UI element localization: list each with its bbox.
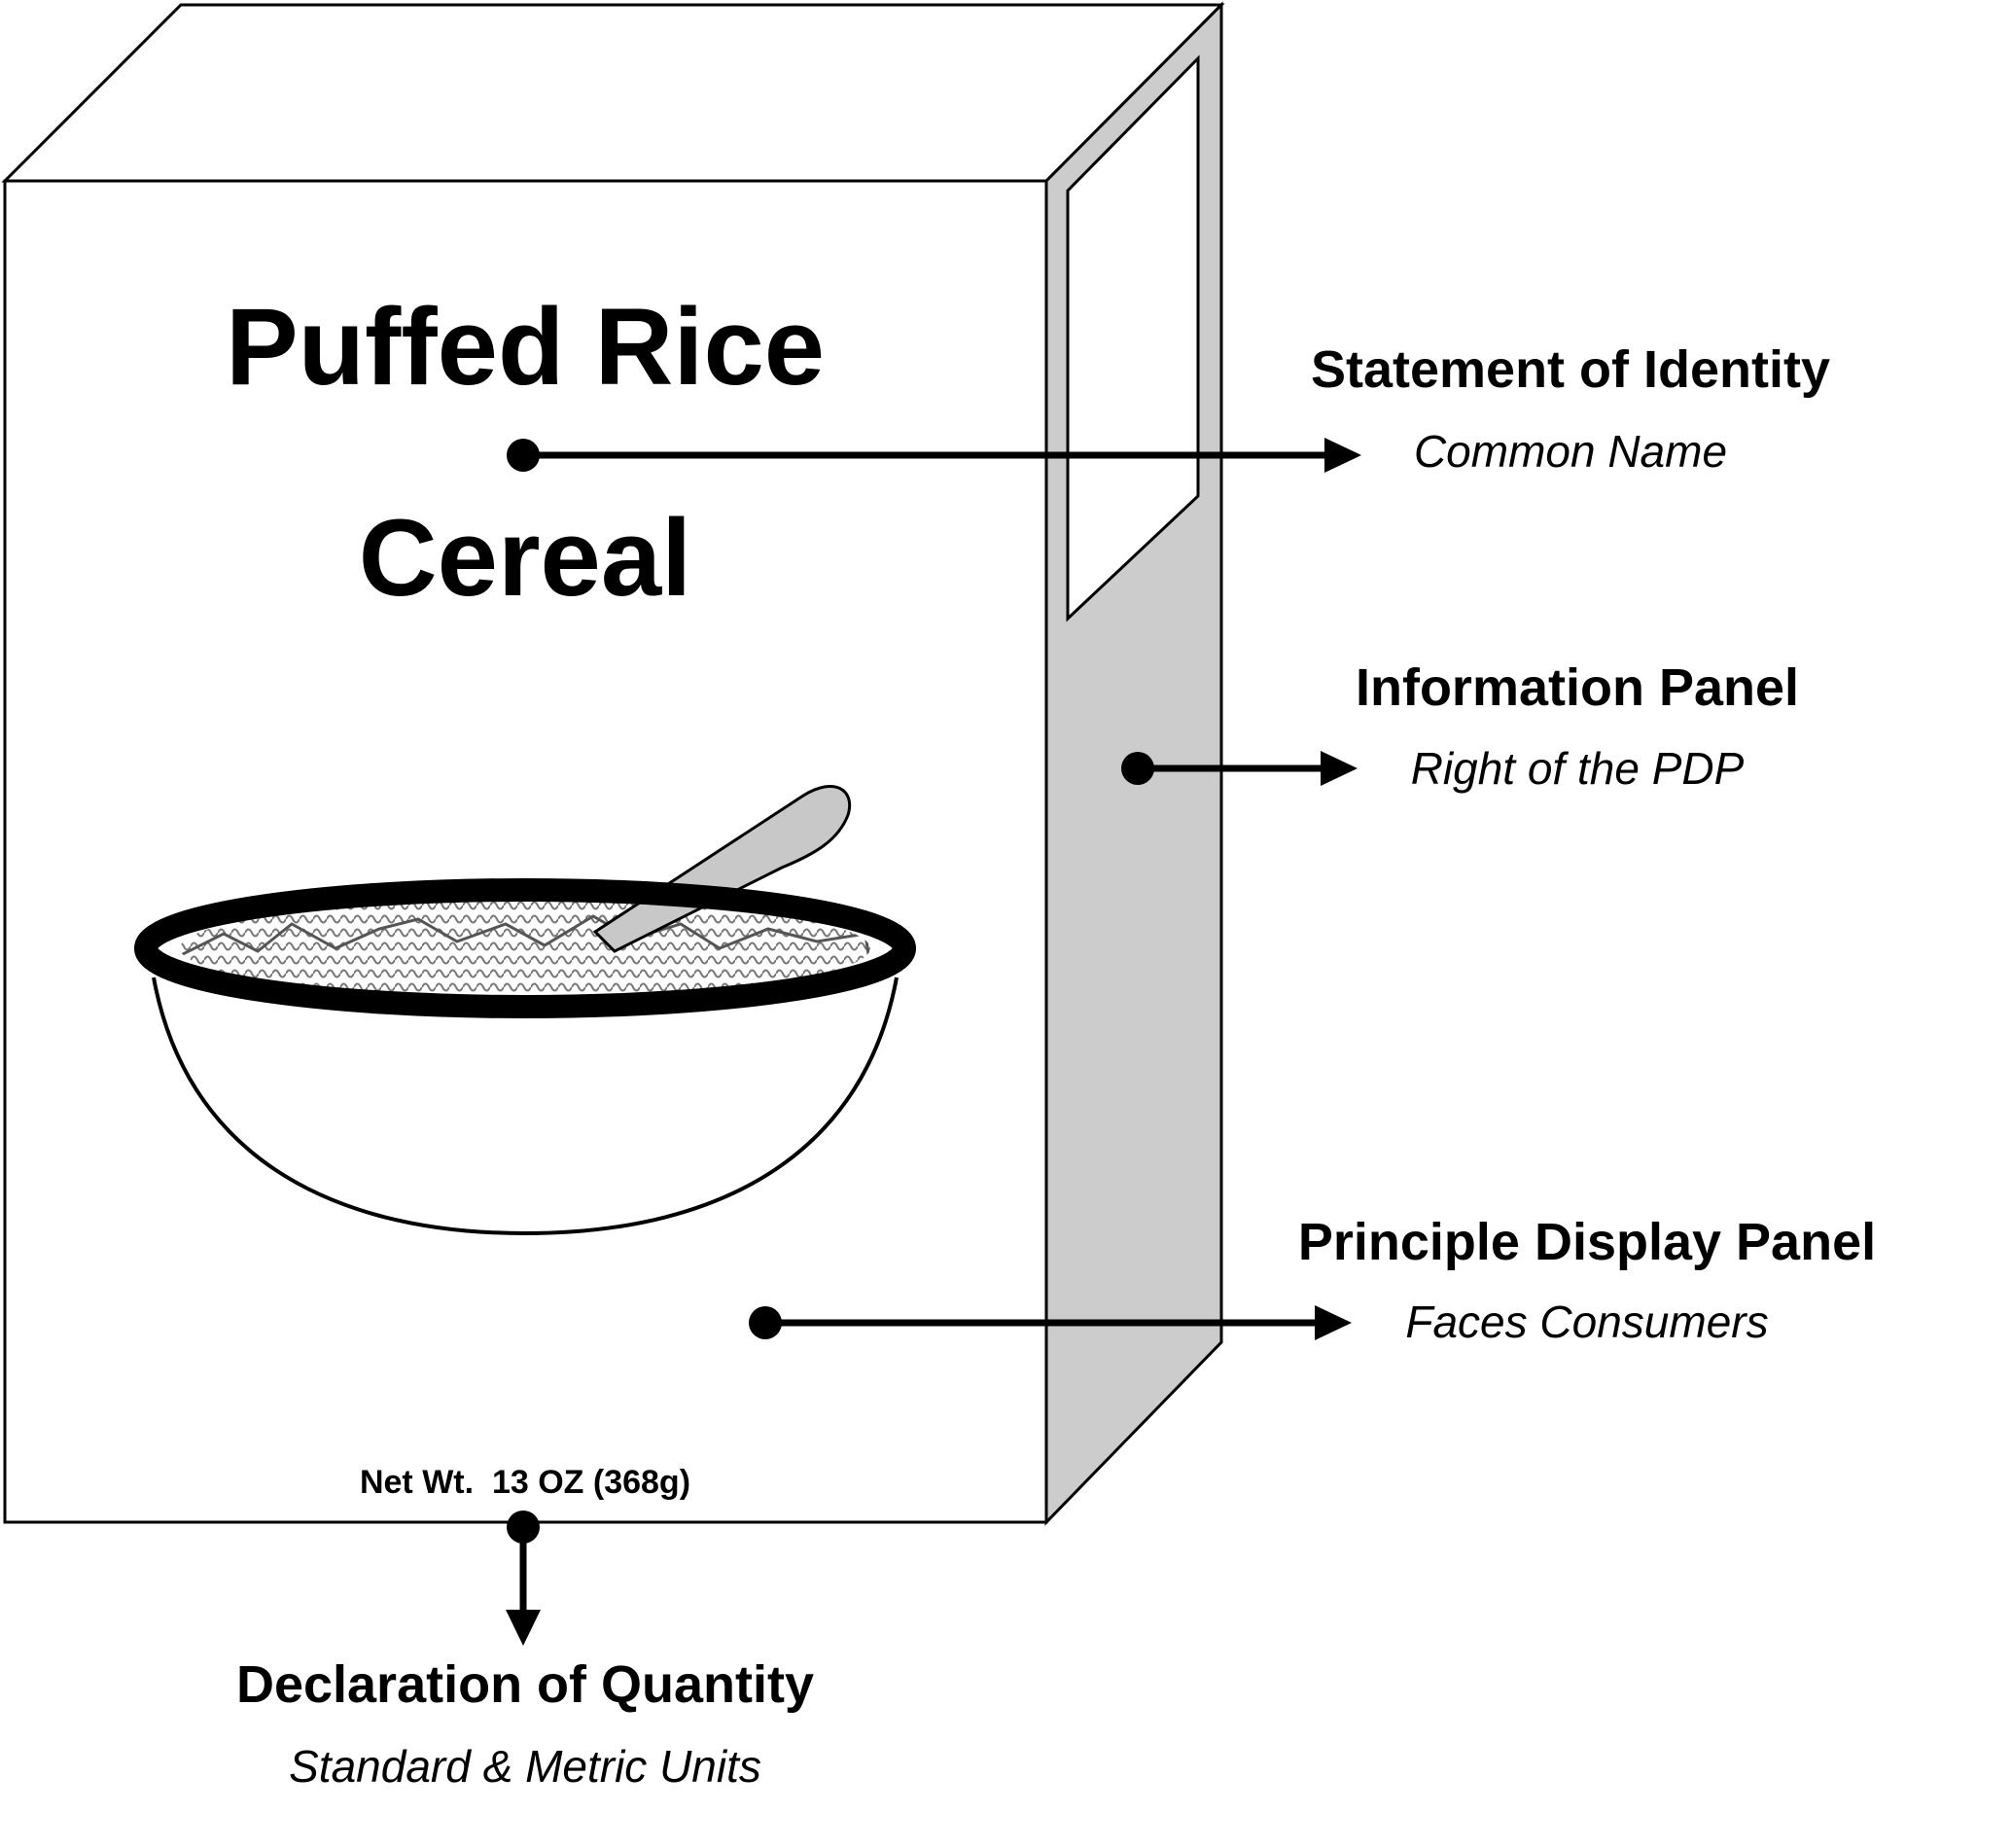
cereal-puffs — [180, 900, 870, 997]
identity-arrowhead — [1324, 438, 1361, 473]
bowl-rim — [134, 878, 916, 1018]
quantity-subtitle: Standard & Metric Units — [289, 1741, 761, 1792]
bowl-body — [152, 977, 899, 1236]
cereal-bowl-icon — [134, 785, 916, 1236]
quantity-arrowhead — [506, 1610, 541, 1646]
callout-principle-display-panel: Principle Display Panel Faces Consumers — [749, 1213, 1876, 1347]
principal-subtitle: Faces Consumers — [1405, 1297, 1768, 1347]
cereal-box: Puffed Rice Cereal Net Wt. 13 OZ (368g) — [1, 1, 1225, 1526]
identity-subtitle: Common Name — [1414, 426, 1727, 477]
product-name-line-2: Cereal — [359, 497, 691, 619]
box-side-window — [1066, 54, 1200, 622]
callout-declaration-of-quantity: Declaration of Quantity Standard & Metri… — [236, 1510, 814, 1792]
box-front-panel — [3, 179, 1048, 1524]
callout-statement-of-identity: Statement of Identity Common Name — [507, 340, 1830, 477]
principal-title: Principle Display Panel — [1298, 1213, 1876, 1271]
net-weight-label: Net Wt. 13 OZ (368g) — [360, 1464, 690, 1501]
quantity-title: Declaration of Quantity — [236, 1655, 814, 1714]
identity-title: Statement of Identity — [1311, 340, 1830, 399]
information-arrowhead — [1321, 751, 1358, 786]
information-subtitle: Right of the PDP — [1411, 743, 1745, 794]
product-name-line-1: Puffed Rice — [226, 286, 825, 408]
callout-information-panel: Information Panel Right of the PDP — [1121, 658, 1799, 794]
box-top-face — [1, 3, 1225, 183]
principal-arrowhead — [1315, 1305, 1352, 1340]
spoon-icon — [592, 785, 852, 953]
information-title: Information Panel — [1356, 658, 1799, 717]
